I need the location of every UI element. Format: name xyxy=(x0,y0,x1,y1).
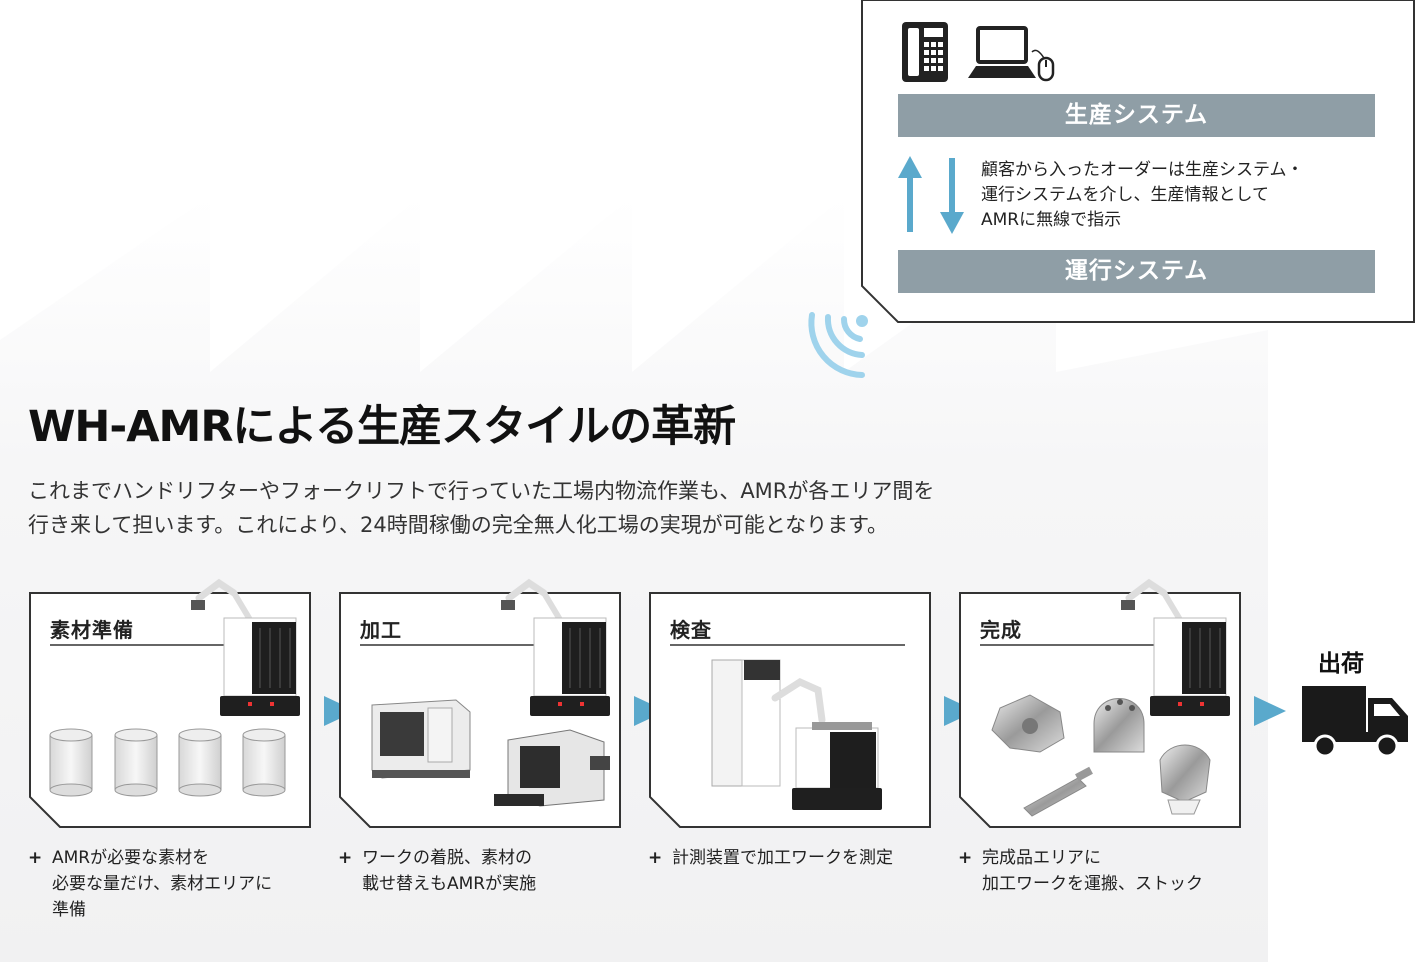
dome-part-image xyxy=(1093,698,1145,753)
shaft-part-image xyxy=(1023,766,1093,817)
system-description-line: AMRに無線で指示 xyxy=(981,210,1122,230)
lead-text: これまでハンドリフターやフォークリフトで行っていた工場内物流作業も、AMRが各エ… xyxy=(28,474,1128,542)
shipping-label: 出荷 xyxy=(1318,651,1364,677)
flow-arrow-icon xyxy=(1254,696,1286,726)
measuring-machine-image xyxy=(711,659,826,787)
step-title-completion: 完成 xyxy=(980,618,1022,642)
note-line: 加工ワークを運搬、ストック xyxy=(982,874,1203,894)
material-cylinder xyxy=(114,728,158,797)
plus-icon: + xyxy=(338,848,353,868)
production-system-bar: 生産システム xyxy=(898,94,1375,137)
step-panel-machining xyxy=(339,583,621,828)
machining-center-image xyxy=(371,699,471,779)
impeller-part-image xyxy=(991,694,1065,753)
plus-icon: + xyxy=(958,848,973,868)
process-flow xyxy=(29,560,1408,828)
step-title-machining: 加工 xyxy=(360,618,402,642)
note-line: 計測装置で加工ワークを測定 xyxy=(672,848,893,868)
system-description: 顧客から入ったオーダーは生産システム・ 運行システムを介し、生産情報として AM… xyxy=(981,158,1371,233)
material-cylinder xyxy=(49,728,93,797)
material-cylinder xyxy=(242,728,286,797)
plus-icon: + xyxy=(28,848,43,868)
step-panel-inspection xyxy=(649,592,931,828)
note-line: 必要な量だけ、素材エリアに xyxy=(52,874,273,894)
note-line: 完成品エリアに xyxy=(982,848,1101,868)
step-note-inspection: + 計測装置で加工ワークを測定 xyxy=(648,845,942,871)
amr-robot-image xyxy=(792,722,882,810)
step-panel-material xyxy=(29,583,311,828)
note-line: ワークの着脱、素材の xyxy=(362,848,532,868)
system-description-line: 運行システムを介し、生産情報として xyxy=(981,185,1269,205)
truck-icon xyxy=(1302,686,1408,758)
note-line: 準備 xyxy=(52,900,86,920)
plus-icon: + xyxy=(648,848,663,868)
operation-system-bar: 運行システム xyxy=(898,250,1375,293)
material-cylinder xyxy=(178,728,222,797)
system-description-line: 顧客から入ったオーダーは生産システム・ xyxy=(981,160,1304,180)
step-title-inspection: 検査 xyxy=(670,618,712,642)
machining-center-image xyxy=(494,729,610,807)
note-line: 載せ替えもAMRが実施 xyxy=(362,874,537,894)
page-title: WH-AMRによる生産スタイルの革新 xyxy=(28,402,736,452)
lead-line: 行き来して担います。これにより、24時間稼働の完全無人化工場の実現が可能となりま… xyxy=(28,513,888,537)
step-title-material: 素材準備 xyxy=(50,618,134,642)
step-note-machining: + ワークの着脱、素材の 載せ替えもAMRが実施 xyxy=(338,845,622,897)
step-panel-completion xyxy=(959,583,1241,828)
note-line: AMRが必要な素材を xyxy=(52,848,210,868)
step-note-material: + AMRが必要な素材を 必要な量だけ、素材エリアに 準備 xyxy=(28,845,312,923)
implant-part-image xyxy=(1159,744,1211,815)
step-note-completion: + 完成品エリアに 加工ワークを運搬、ストック xyxy=(958,845,1252,897)
wireless-signal-icon xyxy=(808,312,868,378)
lead-line: これまでハンドリフターやフォークリフトで行っていた工場内物流作業も、AMRが各エ… xyxy=(28,479,935,503)
